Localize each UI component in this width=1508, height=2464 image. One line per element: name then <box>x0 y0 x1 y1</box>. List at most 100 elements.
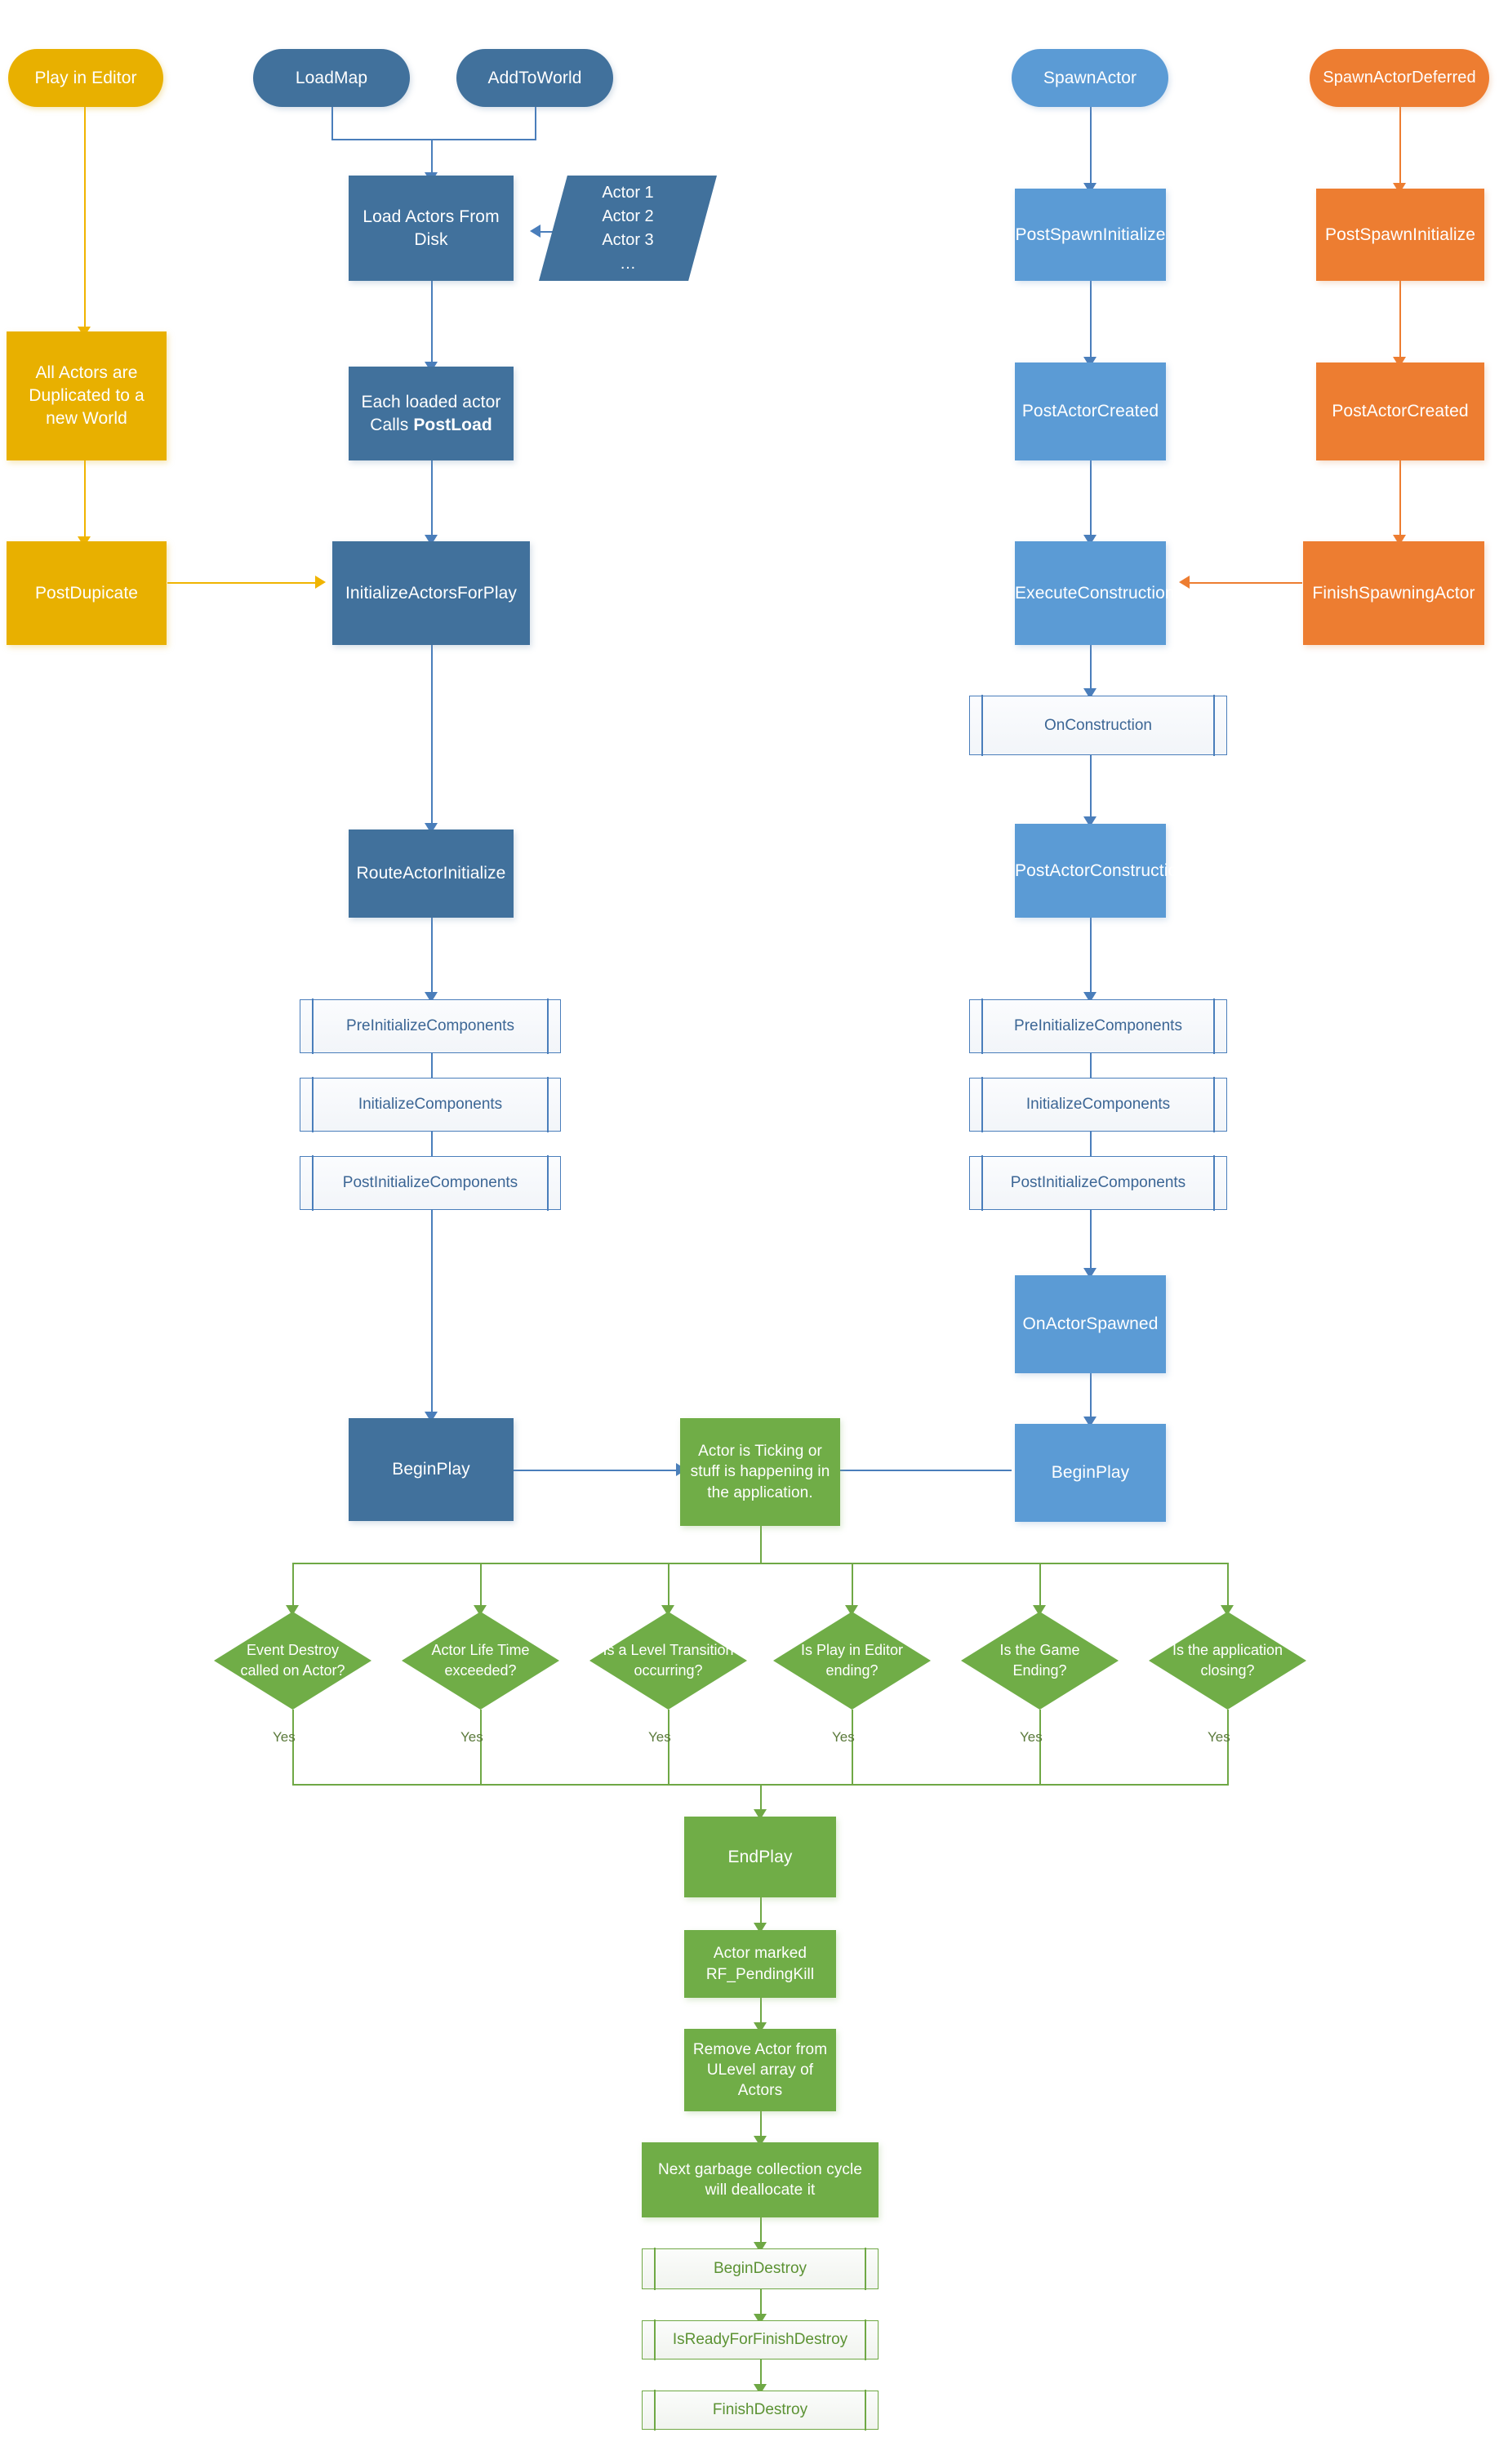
actor-list-item: Actor 2 <box>602 207 654 225</box>
node-label: All Actors are Duplicated to a new World <box>29 363 145 428</box>
node-post-actor-construction[interactable]: PostActorConstruction <box>1015 824 1187 918</box>
node-post-duplicate[interactable]: PostDupicate <box>7 541 167 645</box>
postload-line1: Each loaded actor <box>361 392 501 411</box>
node-post-initialize-components-left[interactable]: PostInitializeComponents <box>300 1155 561 1211</box>
decision-actor-life-time-exceeded[interactable]: Actor Life Time exceeded? <box>402 1612 559 1710</box>
connector-isready-to-finishdestroy <box>760 2359 762 2391</box>
decision-label: Actor Life Time exceeded? <box>431 1642 530 1679</box>
yes-label-d3: Yes <box>648 1729 671 1745</box>
connector-beginplayleft-to-ticking <box>513 1470 680 1471</box>
node-spawn-actor-deferred[interactable]: SpawnActorDeferred <box>1310 49 1489 107</box>
connector-d4-yes <box>852 1710 853 1785</box>
postload-keyword: PostLoad <box>413 415 492 434</box>
decision-play-in-editor-ending[interactable]: Is Play in Editor ending? <box>773 1612 931 1710</box>
arrowhead-down <box>661 1605 674 1616</box>
connector-postactorcreated-to-finishspawning <box>1399 460 1401 541</box>
connector-begindestroy-to-isready <box>760 2289 762 2320</box>
decision-application-closing[interactable]: Is the application closing? <box>1149 1612 1306 1710</box>
connector-playineditor-to-duplicated <box>84 107 86 331</box>
node-actor-list[interactable]: Actor 1 Actor 2 Actor 3 … <box>539 176 717 281</box>
node-label: BeginPlay <box>1051 1463 1130 1483</box>
node-begin-destroy[interactable]: BeginDestroy <box>642 2248 879 2290</box>
node-label: FinishSpawningActor <box>1312 583 1475 603</box>
node-spawn-actor[interactable]: SpawnActor <box>1012 49 1168 107</box>
node-actor-marked-pendingkill[interactable]: Actor marked RF_PendingKill <box>684 1930 836 1998</box>
node-remove-actor-from-ulevel[interactable]: Remove Actor from ULevel array of Actors <box>684 2029 836 2111</box>
node-each-loaded-actor-postload[interactable]: Each loaded actor Calls PostLoad <box>349 367 514 460</box>
node-execute-construction[interactable]: ExecuteConstruction <box>1015 541 1175 645</box>
node-initialize-actors-for-play[interactable]: InitializeActorsForPlay <box>332 541 530 645</box>
decision-level-transition-occurring[interactable]: Is a Level Transition occurring? <box>589 1612 747 1710</box>
node-play-in-editor[interactable]: Play in Editor <box>8 49 163 107</box>
connector-d3-yes <box>668 1710 669 1785</box>
connector-loadactors-to-postload <box>431 281 433 367</box>
node-actor-ticking[interactable]: Actor is Ticking or stuff is happening i… <box>680 1418 840 1526</box>
node-load-map[interactable]: LoadMap <box>253 49 410 107</box>
node-label: LoadMap <box>295 68 368 87</box>
connector-pendingkill-to-remove <box>760 1998 762 2029</box>
node-pre-initialize-components-right[interactable]: PreInitializeComponents <box>969 998 1227 1054</box>
node-all-actors-duplicated[interactable]: All Actors are Duplicated to a new World <box>7 331 167 460</box>
node-add-to-world[interactable]: AddToWorld <box>456 49 613 107</box>
node-label: Remove Actor from ULevel array of Actors <box>692 2040 828 2100</box>
node-label: PostSpawnInitialize <box>1325 225 1475 244</box>
node-finish-destroy[interactable]: FinishDestroy <box>642 2390 879 2431</box>
decision-event-destroy-called[interactable]: Event Destroy called on Actor? <box>214 1612 371 1710</box>
node-initialize-components-left[interactable]: InitializeComponents <box>300 1077 561 1132</box>
connector-bus-to-d6 <box>1227 1563 1229 1612</box>
node-on-actor-spawned[interactable]: OnActorSpawned <box>1015 1275 1166 1373</box>
node-post-initialize-components-right[interactable]: PostInitializeComponents <box>969 1155 1227 1211</box>
decision-label: Is the Game Ending? <box>999 1642 1080 1679</box>
connector-duplicated-to-postduplicate <box>84 460 86 542</box>
node-label: PostActorCreated <box>1332 402 1469 421</box>
node-label: EndPlay <box>727 1847 793 1866</box>
node-label: BeginPlay <box>392 1460 470 1479</box>
node-is-ready-for-finish-destroy[interactable]: IsReadyForFinishDestroy <box>642 2319 879 2360</box>
connector-merge-down <box>431 139 433 176</box>
node-post-spawn-initialize-deferred[interactable]: PostSpawnInitialize <box>1316 189 1484 281</box>
node-finish-spawning-actor[interactable]: FinishSpawningActor <box>1303 541 1484 645</box>
actor-list-ellipsis: … <box>619 254 636 273</box>
node-label: PostActorConstruction <box>1015 861 1188 880</box>
connector-bus-to-d1 <box>292 1563 294 1612</box>
node-next-gc-cycle[interactable]: Next garbage collection cycle will deall… <box>642 2142 879 2217</box>
node-label: PostDupicate <box>34 583 139 603</box>
node-label: RouteActorInitialize <box>356 864 506 883</box>
node-label: InitializeComponents <box>358 1096 503 1113</box>
connector-preinit-to-init-right <box>1090 1053 1092 1084</box>
node-initialize-components-right[interactable]: InitializeComponents <box>969 1077 1227 1132</box>
yes-label-d2: Yes <box>460 1729 483 1745</box>
node-end-play[interactable]: EndPlay <box>684 1817 836 1897</box>
connector-decision-bus <box>292 1563 1227 1564</box>
decision-game-ending[interactable]: Is the Game Ending? <box>961 1612 1119 1710</box>
node-post-spawn-initialize[interactable]: PostSpawnInitialize <box>1015 189 1166 281</box>
yes-label-d1: Yes <box>273 1729 296 1745</box>
connector-postinit-to-beginplay-left <box>431 1210 433 1418</box>
connector-collector-to-endplay <box>760 1784 762 1817</box>
connector-remove-to-gc <box>760 2111 762 2142</box>
node-on-construction[interactable]: OnConstruction <box>969 695 1227 756</box>
postload-line2-prefix: Calls <box>370 415 414 434</box>
node-begin-play-left[interactable]: BeginPlay <box>349 1418 514 1521</box>
node-label: OnActorSpawned <box>1022 1314 1159 1334</box>
node-begin-play-right[interactable]: BeginPlay <box>1015 1424 1166 1522</box>
connector-bus-to-d3 <box>668 1563 669 1612</box>
connector-bus-to-d2 <box>480 1563 482 1612</box>
decision-label: Is Play in Editor ending? <box>800 1642 904 1679</box>
arrowhead-left <box>1179 576 1190 589</box>
node-pre-initialize-components-left[interactable]: PreInitializeComponents <box>300 998 561 1054</box>
connector-d6-yes <box>1227 1710 1229 1785</box>
node-load-actors-from-disk[interactable]: Load Actors From Disk <box>349 176 514 281</box>
node-label: FinishDestroy <box>712 2401 808 2418</box>
node-post-actor-created[interactable]: PostActorCreated <box>1015 362 1166 460</box>
connector-spawndeferred-to-postspawn <box>1399 107 1401 189</box>
node-label: PostActorCreated <box>1021 402 1159 421</box>
connector-ticking-down <box>760 1526 762 1563</box>
node-label: AddToWorld <box>487 68 582 87</box>
arrowhead-left <box>530 225 540 238</box>
node-post-actor-created-deferred[interactable]: PostActorCreated <box>1316 362 1484 460</box>
node-route-actor-initialize[interactable]: RouteActorInitialize <box>349 829 514 918</box>
connector-postinit-to-onactorspawned <box>1090 1210 1092 1275</box>
yes-label-d4: Yes <box>832 1729 855 1745</box>
connector-d2-yes <box>480 1710 482 1785</box>
